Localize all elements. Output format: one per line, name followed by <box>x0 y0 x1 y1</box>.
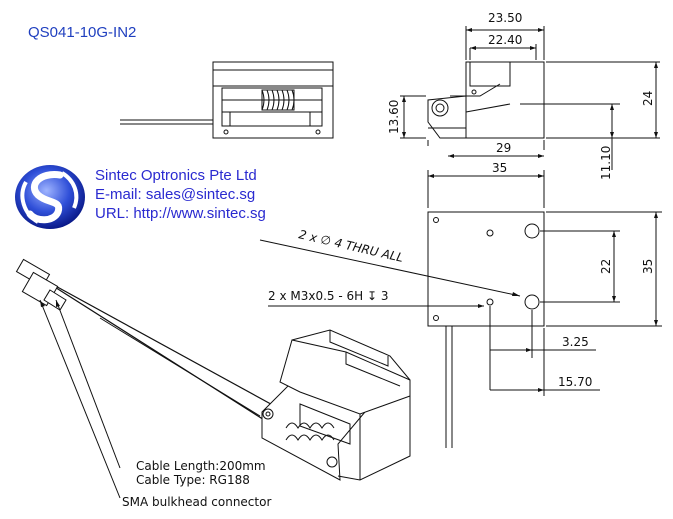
top-view <box>120 61 334 139</box>
company-name: Sintec Optronics Pte Ltd <box>95 167 257 184</box>
company-info: Sintec Optronics Pte Ltd E-mail: sales@s… <box>95 166 266 223</box>
dim-front-height: 35 <box>641 259 655 274</box>
dim-front-width: 35 <box>492 161 507 175</box>
dim-top-inner-width: 22.40 <box>488 33 522 47</box>
company-email: E-mail: sales@sintec.sg <box>95 186 256 203</box>
dim-hole-offset-large: 15.70 <box>558 375 592 389</box>
dim-side-base-length: 29 <box>496 141 511 155</box>
company-url: URL: http://www.sintec.sg <box>95 205 266 222</box>
dim-side-offset: 11.10 <box>599 146 613 180</box>
part-number-title: QS041-10G-IN2 <box>28 24 137 41</box>
callout-threaded-holes: 2 x M3x0.5 - 6H ↧ 3 <box>268 289 388 303</box>
callout-cable-type: Cable Type: RG188 <box>136 473 250 487</box>
dim-side-height-left: 13.60 <box>387 100 401 134</box>
dim-hole-offset-small: 3.25 <box>562 335 589 349</box>
dim-top-overall-width: 23.50 <box>488 11 522 25</box>
side-view <box>427 61 545 139</box>
dim-side-height-right: 24 <box>641 91 655 106</box>
callout-connector: SMA bulkhead connector <box>122 495 271 509</box>
callout-cable-length: Cable Length:200mm <box>136 459 266 473</box>
dim-front-hole-spacing: 22 <box>599 259 613 274</box>
front-view <box>259 170 662 448</box>
isometric-view <box>15 258 411 499</box>
